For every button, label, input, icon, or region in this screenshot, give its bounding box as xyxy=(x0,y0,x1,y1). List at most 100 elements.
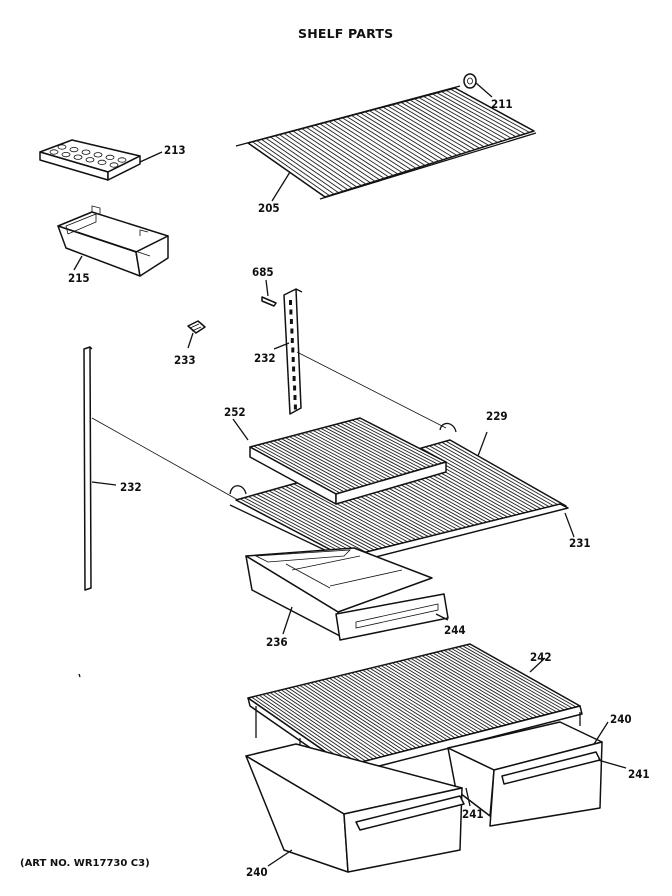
cover-rib xyxy=(454,647,565,711)
shelf-wire xyxy=(441,441,558,509)
shelf-wire xyxy=(429,445,546,512)
shelf-wire xyxy=(261,139,339,194)
cover-rib xyxy=(288,687,390,756)
shelf-wire xyxy=(436,92,517,138)
cover-rib xyxy=(388,663,495,729)
shelf-wire xyxy=(369,110,448,159)
ladder-slot xyxy=(293,395,297,400)
cover-rib xyxy=(366,668,472,735)
label-240-right: 240 xyxy=(610,712,632,726)
egg-cup xyxy=(109,162,119,168)
cover-rib xyxy=(318,680,421,748)
panel-rib xyxy=(300,433,388,480)
ladder-slot xyxy=(289,319,293,324)
shelf-wire xyxy=(292,130,371,184)
cover-rib xyxy=(443,649,553,714)
cover-rib xyxy=(392,662,499,728)
cover-rib xyxy=(436,651,546,716)
part-685-screw xyxy=(261,279,277,307)
label-233: 233 xyxy=(174,353,196,367)
egg-cup xyxy=(61,152,71,158)
shelf-wire xyxy=(293,483,409,546)
shelf-wire xyxy=(252,495,367,557)
shelf-wire xyxy=(260,492,376,555)
shelf-wire xyxy=(279,134,358,188)
label-231: 231 xyxy=(569,536,591,550)
shelf-wire xyxy=(281,486,396,549)
shelf-wire xyxy=(289,484,405,547)
part-205-wire-shelf xyxy=(235,85,537,202)
label-242: 242 xyxy=(530,650,552,664)
egg-cup xyxy=(85,157,95,163)
shelf-wire xyxy=(328,121,408,172)
egg-cup xyxy=(73,154,83,160)
shelf-wire xyxy=(315,124,394,176)
shelf-wire xyxy=(418,97,498,143)
egg-cup xyxy=(93,152,103,158)
cover-rib xyxy=(440,650,550,715)
cover-rib xyxy=(395,661,503,727)
shelf-wire xyxy=(283,133,362,186)
egg-cup xyxy=(97,159,107,165)
panel-rib xyxy=(328,425,415,472)
cover-rib xyxy=(310,682,413,750)
label-211: 211 xyxy=(491,97,513,111)
shelf-wire xyxy=(427,94,507,140)
cover-rib xyxy=(406,658,514,724)
egg-cup xyxy=(105,154,115,160)
shelf-wire xyxy=(409,99,489,146)
panel-rib xyxy=(273,440,360,488)
panel-rib xyxy=(340,422,427,469)
shelf-wire xyxy=(268,490,384,553)
shelf-wire xyxy=(256,140,335,195)
cover-rib xyxy=(458,646,569,710)
shelf-wire xyxy=(351,115,430,165)
cover-rib xyxy=(277,690,378,759)
label-244: 244 xyxy=(444,623,466,637)
panel-rib xyxy=(332,424,419,471)
cover-rib xyxy=(269,692,370,761)
cover-rib xyxy=(292,686,394,755)
shelf-wire xyxy=(391,104,471,152)
ladder-slot xyxy=(289,300,292,305)
cover-rib xyxy=(373,667,479,733)
panel-rib xyxy=(277,439,364,487)
shelf-wire xyxy=(432,93,512,139)
panel-rib xyxy=(344,421,431,467)
shelf-wire xyxy=(297,129,376,182)
cover-rib xyxy=(369,667,475,734)
shelf-wire xyxy=(276,488,392,550)
cover-rib xyxy=(332,676,436,744)
cover-rib xyxy=(351,672,456,739)
shelf-wire xyxy=(333,119,412,171)
shelf-wire xyxy=(256,493,372,556)
panel-rib xyxy=(324,426,411,473)
cover-rib xyxy=(343,674,448,741)
cover-rib xyxy=(340,675,444,742)
shelf-wire xyxy=(405,100,485,148)
label-240-left: 240 xyxy=(246,865,268,879)
shelf-wire xyxy=(252,141,330,196)
cover-rib xyxy=(295,685,397,754)
panel-rib xyxy=(347,420,435,466)
cover-rib xyxy=(255,695,355,765)
shelf-wire xyxy=(437,443,554,510)
cover-rib xyxy=(417,656,526,721)
leader-232-229 xyxy=(296,351,447,429)
label-252: 252 xyxy=(224,405,246,419)
panel-rib xyxy=(336,423,423,470)
panel-rib xyxy=(289,436,376,483)
panel-rib xyxy=(312,430,400,477)
shelf-wire xyxy=(450,88,530,133)
cover-rib xyxy=(421,655,530,720)
cover-rib xyxy=(273,691,374,760)
cover-rib xyxy=(325,678,429,746)
shelf-wire xyxy=(319,123,398,175)
ladder-slot xyxy=(293,404,297,410)
cover-rib xyxy=(321,679,425,747)
cover-rib xyxy=(362,669,468,736)
panel-rib xyxy=(253,445,341,494)
diagram-title: SHELF PARTS xyxy=(298,26,393,41)
cover-rib xyxy=(303,684,405,752)
